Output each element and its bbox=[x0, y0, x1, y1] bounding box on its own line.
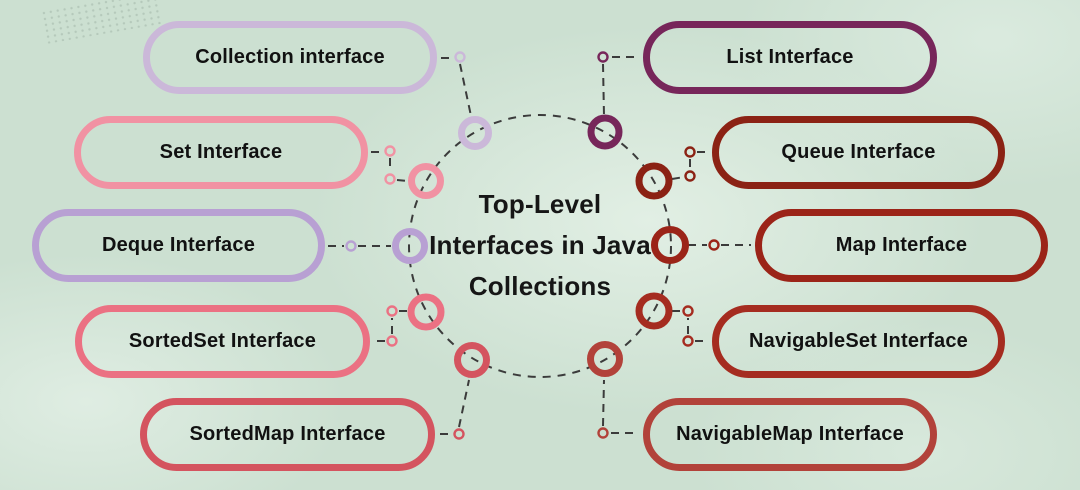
sortedmap-node bbox=[454, 342, 490, 378]
sortedset-dot-upper bbox=[386, 305, 398, 317]
diagram-title-line-3: Collections bbox=[468, 271, 612, 301]
pill-sortedset-interface: SortedSet Interface bbox=[75, 305, 370, 378]
set-connector-line bbox=[371, 151, 409, 182]
pill-sortedmap-interface: SortedMap Interface bbox=[140, 398, 435, 471]
sortedmap-dot bbox=[453, 428, 465, 440]
diagram-title-line-1: Top-Level bbox=[478, 189, 602, 219]
map-dot bbox=[708, 239, 720, 251]
queue-dot-lower bbox=[684, 170, 696, 182]
connector-dots bbox=[345, 51, 720, 440]
sortedset-connector-line bbox=[377, 310, 408, 342]
pill-map-interface: Map Interface bbox=[755, 209, 1048, 282]
queue-connector-line bbox=[671, 151, 708, 180]
node-rings bbox=[392, 114, 689, 378]
pill-navigablemap-interface: NavigableMap Interface bbox=[643, 398, 937, 471]
set-dot-lower bbox=[384, 173, 396, 185]
pill-list-interface: List Interface bbox=[643, 21, 937, 94]
list-dot bbox=[597, 51, 609, 63]
navigablemap-node bbox=[587, 341, 623, 377]
deque-dot bbox=[345, 240, 357, 252]
central-dashed-circle bbox=[408, 114, 672, 378]
pill-collection-label: Collection interface bbox=[195, 46, 385, 68]
pill-sortedset-label: SortedSet Interface bbox=[128, 330, 317, 352]
pill-queue-label: Queue Interface bbox=[781, 141, 936, 163]
pill-queue-interface: Queue Interface bbox=[712, 116, 1005, 189]
navigableset-dot-upper bbox=[682, 305, 694, 317]
navigableset-connector-line bbox=[672, 310, 708, 342]
pill-navigablemap-label: NavigableMap Interface bbox=[676, 423, 904, 445]
sortedset-dot-lower bbox=[386, 335, 398, 347]
pill-navigableset-label: NavigableSet Interface bbox=[749, 330, 968, 352]
sortedmap-connector-line bbox=[440, 379, 470, 435]
navigableset-node bbox=[635, 292, 673, 330]
map-node bbox=[651, 226, 689, 264]
pill-sortedmap-label: SortedMap Interface bbox=[189, 423, 386, 445]
pill-set-label: Set Interface bbox=[159, 141, 283, 163]
collection-node bbox=[458, 116, 492, 150]
navigableset-dot-lower bbox=[682, 335, 694, 347]
pill-deque-label: Deque Interface bbox=[101, 234, 256, 256]
deque-node bbox=[392, 228, 428, 264]
queue-node bbox=[635, 162, 673, 200]
set-dot-upper bbox=[384, 145, 396, 157]
set-node bbox=[408, 163, 444, 199]
pill-deque-interface: Deque Interface bbox=[32, 209, 325, 282]
collection-connector-line bbox=[441, 57, 472, 117]
pill-list-label: List Interface bbox=[726, 46, 854, 68]
collection-dot bbox=[454, 51, 466, 63]
queue-dot-upper bbox=[684, 146, 696, 158]
navigablemap-connector-line bbox=[602, 379, 639, 434]
sortedset-node bbox=[407, 293, 445, 331]
pill-collection-interface: Collection interface bbox=[143, 21, 437, 94]
list-node bbox=[587, 114, 623, 150]
pill-navigableset-interface: NavigableSet Interface bbox=[712, 305, 1005, 378]
diagram-title-line-2: Interfaces in Java bbox=[429, 230, 651, 260]
list-connector-line bbox=[602, 56, 639, 117]
pill-set-interface: Set Interface bbox=[74, 116, 368, 189]
connector-lines bbox=[328, 56, 751, 435]
navigablemap-dot bbox=[597, 427, 609, 439]
pill-map-label: Map Interface bbox=[835, 234, 968, 256]
diagram-title: Top-Level Interfaces in Java Collections bbox=[395, 184, 685, 307]
